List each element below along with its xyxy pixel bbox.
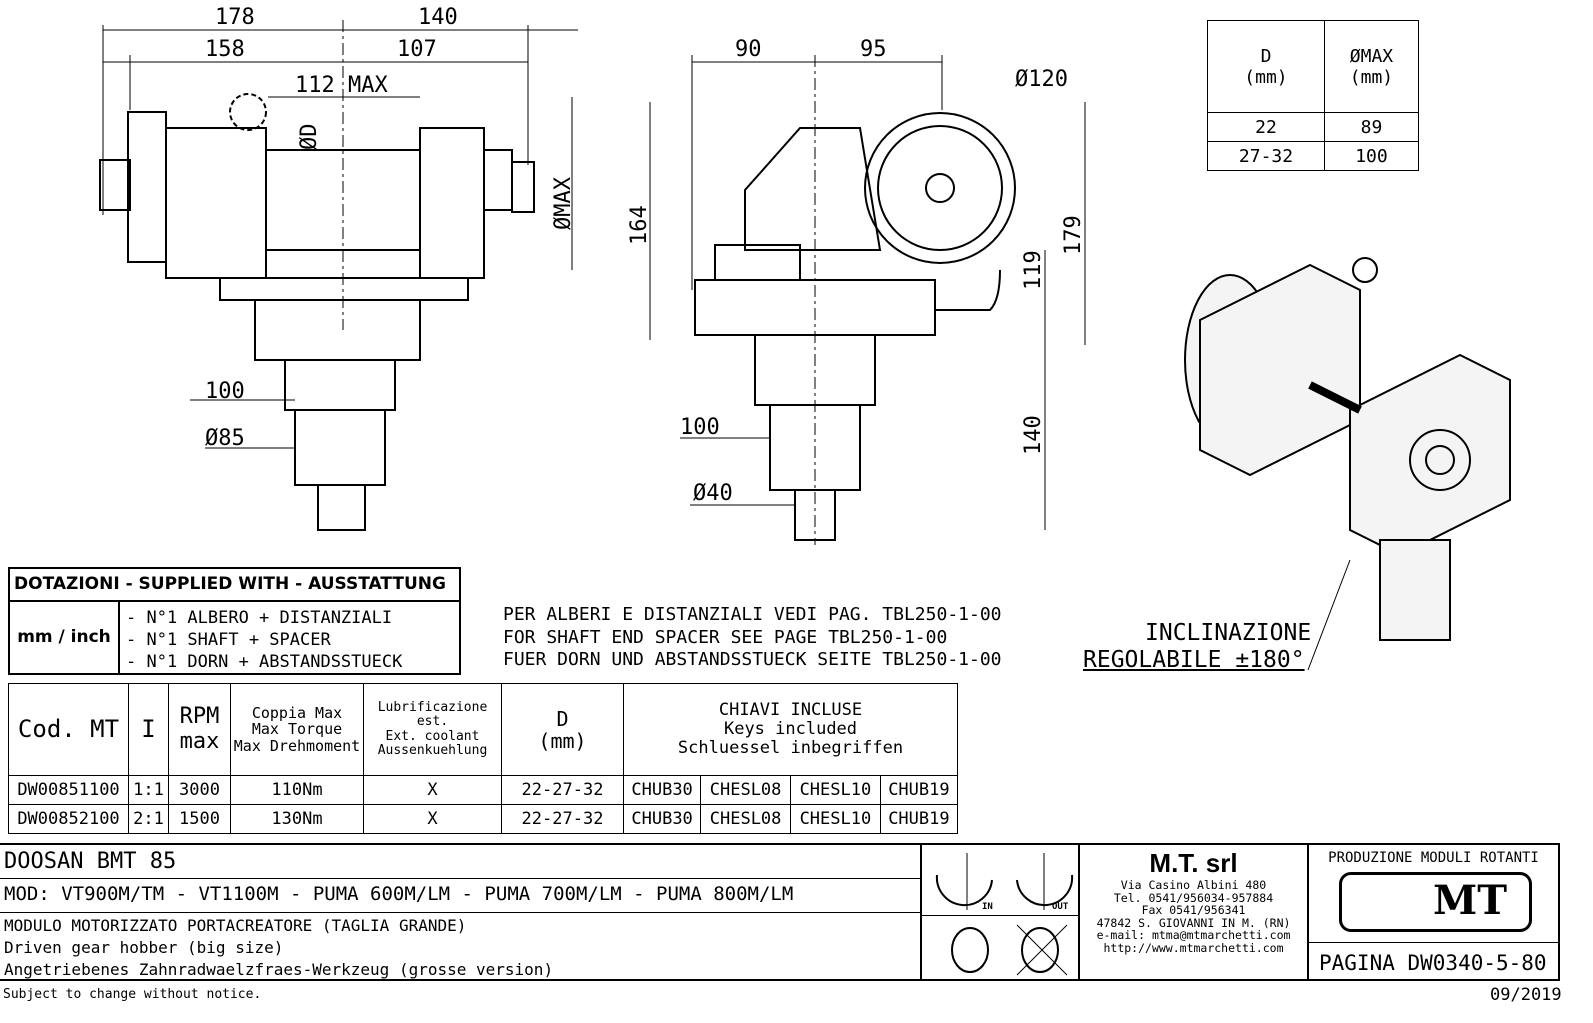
cell-coolant: X: [363, 775, 502, 805]
cell-key: CHESL10: [789, 804, 881, 834]
cell-key: CHESL08: [700, 775, 791, 805]
cell-key: CHUB19: [879, 804, 959, 834]
header-dmax: ØMAX(mm): [1323, 20, 1420, 113]
disclaimer: Subject to change without notice.: [3, 987, 262, 1002]
cell-d: 22-27-32: [501, 804, 624, 834]
header-d: D(mm): [501, 683, 624, 776]
dim-164: 164: [627, 205, 652, 245]
cell: 100: [1323, 141, 1420, 171]
note-line: PER ALBERI E DISTANZIALI VEDI PAG. TBL25…: [503, 604, 1002, 625]
supplied-item: - N°1 DORN + ABSTANDSSTUECK: [126, 652, 403, 672]
dim-112-max: 112 MAX: [295, 73, 388, 98]
company-name: M.T. srl: [1149, 848, 1238, 878]
note-line: FUER DORN UND ABSTANDSSTUECK SEITE TBL25…: [503, 649, 1002, 670]
middle-view: [649, 55, 1086, 545]
dim-140: 140: [418, 5, 458, 30]
company-address: Via Casino Albini 480: [1120, 878, 1267, 892]
inclination-note-line1: INCLINAZIONE: [1145, 620, 1312, 646]
cell-code: DW00852100: [8, 804, 129, 834]
cell-key: CHUB30: [622, 804, 702, 834]
rotation-direction-icon: IN OUT: [935, 853, 1074, 976]
production-label: PRODUZIONE MODULI ROTANTI: [1328, 850, 1539, 866]
cell: 27-32: [1207, 141, 1325, 171]
header-d: D(mm): [1207, 20, 1325, 113]
cell-torque: 110Nm: [230, 775, 364, 805]
company-website[interactable]: http://www.mtmarchetti.com: [1103, 940, 1284, 955]
title-block: DOOSAN BMT 85 MOD: VT900M/TM - VT1100M -…: [0, 843, 1560, 981]
company-email[interactable]: e-mail: mtma@mtmarchetti.com: [1096, 928, 1291, 942]
dim-diameter-max: ØMAX: [551, 176, 576, 230]
description-de: Angetriebenes Zahnradwaelzfraes-Werkzeug…: [4, 960, 554, 979]
page-info: PRODUZIONE MODULI ROTANTI MT PAGINA DW03…: [1307, 845, 1558, 981]
cell: 89: [1323, 112, 1420, 142]
rotation-icons: IN OUT: [920, 845, 1080, 981]
machine-models: MOD: VT900M/TM - VT1100M - PUMA 600M/LM …: [4, 883, 794, 905]
dim-diameter-85: Ø85: [205, 426, 245, 451]
cell-ratio: 1:1: [128, 775, 169, 805]
cell-coolant: X: [363, 804, 502, 834]
left-view: [99, 20, 578, 531]
description-en: Driven gear hobber (big size): [4, 938, 284, 957]
dim-100: 100: [205, 379, 245, 404]
machine-name: DOOSAN BMT 85: [4, 849, 177, 874]
company-phone: Tel. 0541/956034-957884: [1113, 890, 1274, 905]
dim-107: 107: [397, 37, 437, 62]
rotation-out-label: OUT: [1052, 902, 1069, 912]
rotation-in-label: IN: [982, 902, 993, 912]
company-info: M.T. srl Via Casino Albini 480 Tel. 0541…: [1080, 845, 1307, 954]
supplied-item: - N°1 ALBERO + DISTANZIALI: [126, 608, 393, 628]
company-city: 47842 S. GIOVANNI IN M. (RN): [1096, 915, 1291, 930]
dim-179: 179: [1061, 215, 1086, 255]
header-cod: Cod. MT: [8, 683, 129, 776]
cell-rpm: 1500: [168, 804, 231, 834]
shaft-notes: PER ALBERI E DISTANZIALI VEDI PAG. TBL25…: [503, 604, 1002, 672]
cell-ratio: 2:1: [128, 804, 169, 834]
dim-95: 95: [860, 37, 887, 62]
supplied-with-box: DOTAZIONI - SUPPLIED WITH - AUSSTATTUNG …: [8, 567, 461, 675]
left-view-dimensions: 178 140 158 107 112 MAX ØD ØMAX 100 Ø85: [205, 5, 576, 451]
cell-d: 22-27-32: [501, 775, 624, 805]
cell-code: DW00851100: [8, 775, 129, 805]
note-line: FOR SHAFT END SPACER SEE PAGE TBL250-1-0…: [503, 626, 948, 648]
cell-key: CHUB19: [879, 775, 959, 805]
technical-drawing: 178 140 158 107 112 MAX ØD ØMAX 100 Ø85 …: [99, 5, 1511, 671]
dim-diameter-d: ØD: [297, 124, 322, 151]
dim-140-mid: 140: [1021, 415, 1046, 455]
supplied-title: DOTAZIONI - SUPPLIED WITH - AUSSTATTUNG: [10, 569, 459, 602]
dim-178: 178: [215, 5, 255, 30]
cell-key: CHUB30: [622, 775, 702, 805]
isometric-view: [1184, 257, 1511, 641]
page-number: PAGINA DW0340-5-80: [1319, 951, 1547, 975]
mt-logo: MT: [1339, 872, 1532, 932]
company-fax: Fax 0541/956341: [1141, 903, 1246, 917]
dim-100-mid: 100: [680, 415, 720, 440]
cell: 22: [1207, 112, 1325, 142]
cell-key: CHESL10: [789, 775, 881, 805]
dim-119: 119: [1021, 250, 1046, 290]
dim-158: 158: [205, 37, 245, 62]
cell-torque: 130Nm: [230, 804, 364, 834]
cell-rpm: 3000: [168, 775, 231, 805]
dim-90: 90: [735, 37, 762, 62]
inclination-note-line2: REGOLABILE ±180°: [1083, 647, 1305, 673]
dim-diameter-120: Ø120: [1015, 67, 1068, 92]
unit-label: mm / inch: [10, 602, 120, 673]
middle-view-dimensions: 90 95 Ø120 164 179 119 140 100 Ø40: [627, 37, 1086, 506]
header-ratio: I: [128, 683, 169, 776]
supplied-item: - N°1 SHAFT + SPACER: [126, 630, 331, 650]
description-it: MODULO MOTORIZZATO PORTACREATORE (TAGLIA…: [4, 916, 467, 935]
cell-key: CHESL08: [700, 804, 791, 834]
revision-date: 09/2019: [1490, 985, 1562, 1005]
dim-diameter-40: Ø40: [693, 481, 733, 506]
